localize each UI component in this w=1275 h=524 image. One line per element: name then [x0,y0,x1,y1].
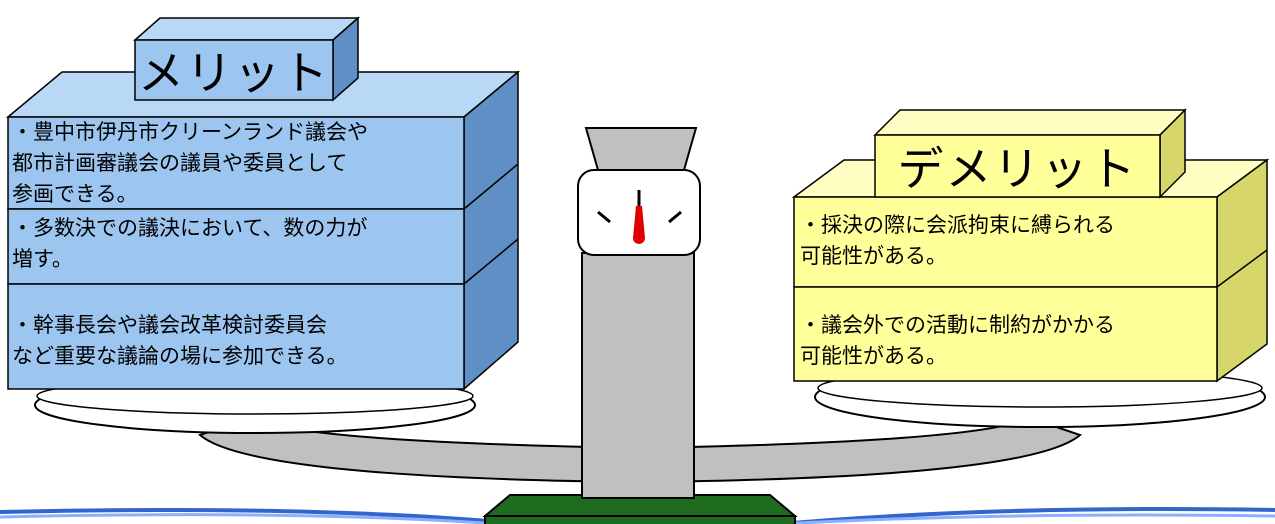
demerit-box-stack [791,158,1270,383]
scale-pillar [577,127,701,499]
demerit-item: ・採決の際に会派拘束に縛られる 可能性がある。 [800,213,1115,268]
merit-title-block [133,16,360,102]
dial-needle [633,206,645,238]
demerit-title-block [873,108,1187,199]
demerit-item: ・議会外での活動に制約がかかる 可能性がある。 [800,313,1115,368]
scale-base [482,494,798,524]
merit-item: ・豊中市伊丹市クリーンランド議会や 都市計画審議会の議員や委員として 参画できる… [12,120,368,206]
floor-lines [0,506,1275,524]
merit-item: ・幹事長会や議会改革検討委員会 など重要な議論の場に参加できる。 [12,313,348,368]
merit-item: ・多数決での議決において、数の力が 増す。 [12,216,368,271]
demerit-title: デメリット [897,142,1138,196]
merit-title: メリット [138,46,330,100]
scale-dial [597,190,682,244]
